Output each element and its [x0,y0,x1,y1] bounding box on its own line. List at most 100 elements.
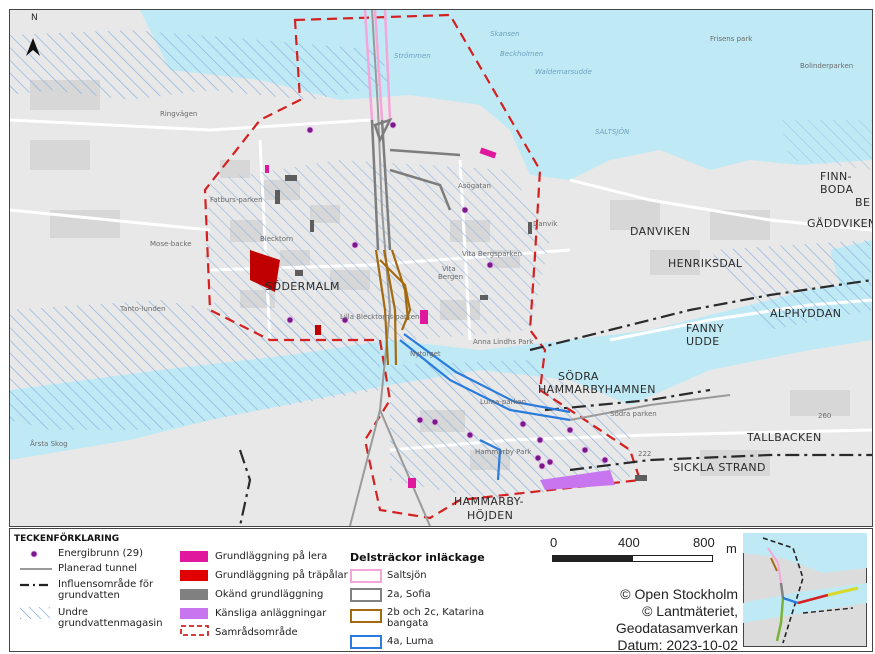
place-finnboda-2: BODA [820,183,854,196]
label-bolinder: Bolinderparken [800,62,854,70]
label-skansen: Skansen [490,30,520,38]
label-hammarby-park: Hammarby Park [475,448,532,456]
north-label: N [31,13,38,23]
segment-katarina [374,249,412,366]
foundation-unknown [275,175,647,481]
legend-energibrunn: Energibrunn (29) [58,548,144,559]
copyright-line-4: Datum: 2023-10-02 [617,637,738,653]
legend-tunnel: Planerad tunnel [58,563,138,574]
place-finnboda-1: FINN- [820,170,852,183]
legend-title: TECKENFÖRKLARING [14,534,120,544]
swatch-luma [350,635,382,649]
place-hojden: HÖJDEN [467,509,514,522]
place-sickla: SICKLA STRAND [673,461,766,474]
place-gaddviken: GÄDDVIKEN [807,217,873,230]
place-alphyddan: ALPHYDDAN [770,307,842,320]
label-ringvagen: Ringvägen [160,110,198,118]
legend-clay: Grundläggning på lera [215,551,328,562]
swatch-wood-piles [180,570,208,581]
energy-wells [286,121,609,470]
place-sodermalm: SÖDERMALM [265,280,340,293]
legend-undre-2: grundvattenmagasin [58,618,163,629]
label-strommen: Strömmen [394,52,431,60]
swatch-clay [180,551,208,562]
swatch-sensitive [180,608,208,619]
map-panel: N SÖDERMALM SÖDRA HAMMARBYHAMNEN DANVIKE… [9,9,873,527]
label-frisens: Frisens park [710,35,753,43]
copyright-block: © Open Stockholm © Lantmäteriet, Geodata… [570,586,738,654]
label-fatburs: Fatburs-parken [210,196,263,204]
energy-well-symbol [30,550,38,558]
place-hammarby-1: HAMMARBY- [454,495,524,508]
swatch-sofia [350,588,382,602]
swatch-clay-fill [180,551,208,562]
scale-label-400: 400 [618,535,640,550]
label-mosebacke: Mose-backe [150,240,192,248]
place-sodra: SÖDRA [558,370,599,383]
place-hammarbyhamnen: HAMMARBYHAMNEN [538,383,656,396]
label-danvik: Danvik [533,220,558,228]
label-asogatan: Asögatan [458,182,491,190]
legend-panel: TECKENFÖRKLARING Energibrunn (29) Planer… [9,528,873,654]
samradsomrade-boundary [203,13,642,520]
swatch-saltsjon [350,569,382,583]
foundation-clay [265,147,497,488]
legend-sofia: 2a, Sofia [387,589,431,600]
swatch-samrad [180,625,209,636]
map-canvas [10,10,872,526]
groundwater-symbol [20,607,50,619]
influensomrade-boundary [238,278,872,526]
swatch-unknown [180,589,208,600]
legend-samrad: Samrådsområde [215,627,298,638]
label-waldemar: Waldemarsudde [535,68,592,76]
legend-luma: 4a, Luma [387,636,434,647]
copyright-line-1: © Open Stockholm [620,586,738,602]
legend-saltsjon: Saltsjön [387,570,427,581]
legend-katarina-2: bangata [387,618,429,629]
place-henriksdal: HENRIKSDAL [668,257,743,270]
swatch-katarina [350,609,382,623]
label-vita-bergen-1: Vita [442,265,456,273]
segment-luma [399,333,571,481]
legend-influens-2: grundvatten [58,590,120,601]
label-vita-bergen-2: Bergen [438,273,464,281]
legend-unknown: Okänd grundläggning [215,589,324,600]
label-blecktorn: Blecktorn [260,235,294,243]
segment-sofia [370,117,461,251]
place-fanny: FANNY [686,322,725,335]
label-luma: Luma-parken [480,398,527,406]
label-blecktornsparken: Lilla Blecktorns parken [340,313,420,321]
scale-unit: m [726,541,737,556]
label-anna-lindhs: Anna Lindhs Park [473,338,534,346]
north-arrow-icon [26,38,40,56]
scale-label-0: 0 [550,535,558,550]
label-beckholmen: Beckholmen [500,50,544,58]
legend-sensitive: Känsliga anläggningar [215,608,327,619]
legend-delstrackor-title: Delsträckor inläckage [350,551,485,564]
label-saltsjon-water: SALTSJÖN [595,128,630,136]
label-nytorget: Nytorget [410,350,441,358]
legend-undre-1: Undre [58,607,89,618]
segment-saltsjon [363,10,392,121]
copyright-line-2: © Lantmäteriet, [642,603,738,619]
label-tantolunden: Tanto-lunden [120,305,166,313]
copyright-line-3: Geodatasamverkan [615,620,738,636]
place-danviken: DANVIKEN [630,225,691,238]
legend-wood-piles: Grundläggning på träpålar [215,570,348,581]
foundation-wood-piles [250,250,321,335]
place-tallbacken: TALLBACKEN [747,431,822,444]
label-sodra-park: Södra parken [610,410,657,418]
label-road-260: 260 [818,412,832,420]
sensitive-facility [540,470,615,490]
label-road-222: 222 [638,450,652,458]
place-udde: UDDE [686,335,720,348]
overview-inset-map [743,533,867,647]
legend-influens-1: Influensområde för [58,579,154,590]
label-arsta: Årsta Skog [30,440,68,448]
scale-bar [552,555,713,562]
legend-katarina-1: 2b och 2c, Katarina [387,607,485,618]
label-vita-bergsparken: Vita Bergsparken [462,250,522,258]
scale-label-800: 800 [693,535,715,550]
place-be: BE [855,196,871,209]
